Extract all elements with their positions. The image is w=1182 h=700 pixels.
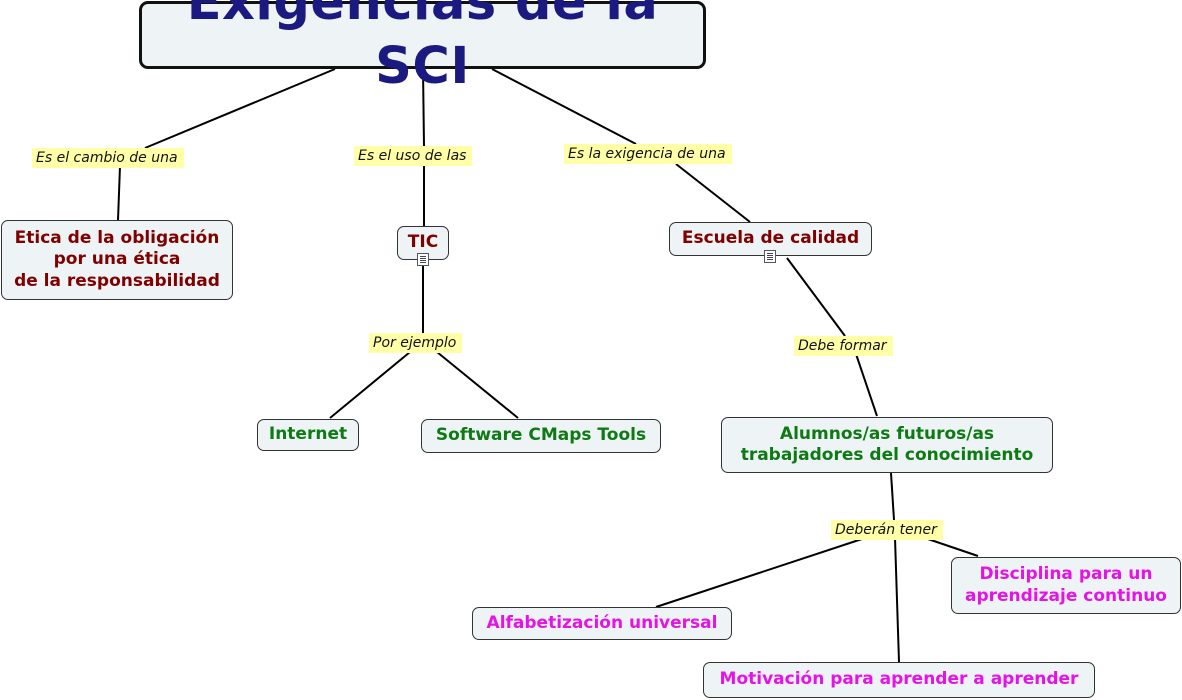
connector-line	[436, 351, 519, 419]
concept-alumnos[interactable]: Alumnos/as futuros/as trabajadores del c…	[721, 417, 1053, 473]
connector-line	[144, 68, 336, 149]
link-label-formar[interactable]: Debe formar	[794, 336, 893, 356]
concept-motivacion[interactable]: Motivación para aprender a aprender	[703, 662, 1095, 698]
connector-line	[894, 537, 900, 663]
connector-line	[422, 68, 425, 147]
link-label-cambio[interactable]: Es el cambio de una	[32, 148, 184, 168]
connector-line	[655, 537, 866, 608]
concept-internet[interactable]: Internet	[257, 419, 359, 451]
connector-line	[117, 165, 121, 221]
link-label-exigencia[interactable]: Es la exigencia de una	[564, 144, 732, 164]
document-resource-icon[interactable]	[417, 253, 429, 266]
connector-line	[855, 353, 878, 417]
link-label-ejemplo[interactable]: Por ejemplo	[369, 333, 463, 353]
connector-line	[786, 257, 846, 337]
connector-line	[329, 351, 411, 419]
map-title: Exigencias de la SCI	[139, 0, 706, 96]
connector-line	[491, 68, 637, 145]
concept-alfabetizacion[interactable]: Alfabetización universal	[472, 607, 732, 640]
connector-line	[675, 163, 751, 223]
connector-line	[924, 537, 979, 557]
concept-disciplina[interactable]: Disciplina para un aprendizaje continuo	[951, 557, 1181, 614]
document-resource-icon[interactable]	[764, 250, 776, 263]
concept-etica[interactable]: Etica de la obligación por una ética de …	[1, 220, 233, 300]
link-label-tener[interactable]: Deberán tener	[831, 520, 943, 540]
connector-line	[890, 472, 895, 521]
link-label-uso[interactable]: Es el uso de las	[354, 146, 473, 166]
concept-software[interactable]: Software CMaps Tools	[421, 419, 661, 453]
